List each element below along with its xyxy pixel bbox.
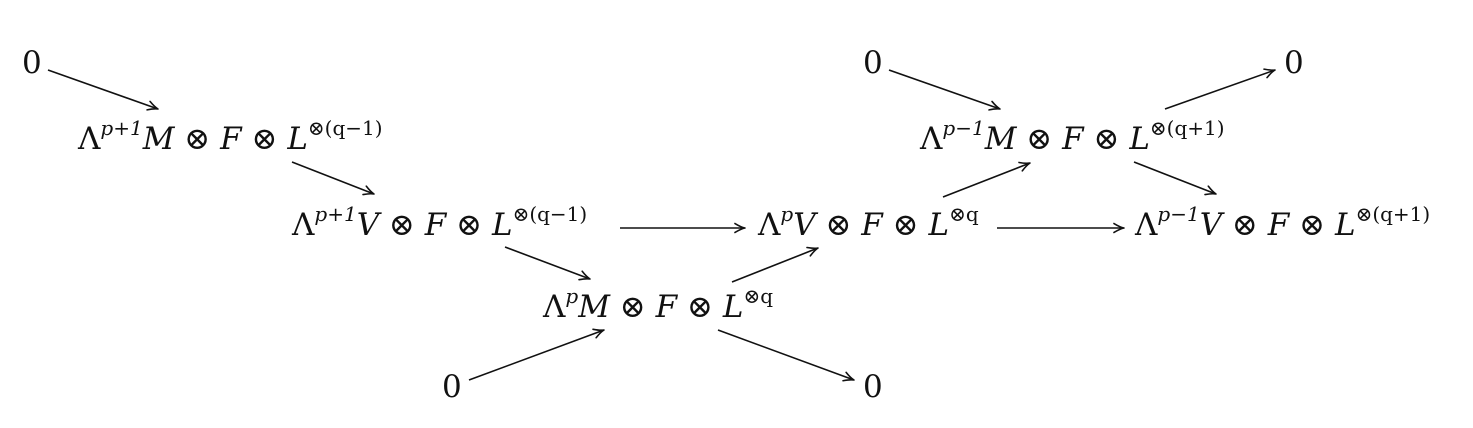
- arrow-wedge-p-minus1-M-to-wedge-p-minus1-V: [1133, 161, 1217, 196]
- tensor-power: ⊗(q−1): [512, 202, 588, 226]
- exponent: p: [780, 202, 794, 226]
- arrow-shaft: [717, 329, 853, 381]
- arrow-shaft: [504, 246, 589, 280]
- tensor-symbol: ⊗: [1289, 207, 1335, 243]
- tensor-symbol: ⊗: [241, 121, 288, 157]
- tensor-symbol: ⊗: [1222, 207, 1268, 243]
- exponent: p−1: [1157, 202, 1200, 226]
- arrow-shaft: [47, 69, 157, 110]
- arrow-head: [734, 222, 746, 234]
- arrow-head: [592, 328, 605, 339]
- arrow-wedge-p-V-to-wedge-p-minus1-V: [997, 222, 1125, 234]
- tensor-symbol: ⊗: [1083, 121, 1130, 157]
- line-bundle-symbol: L: [287, 121, 308, 157]
- arrow-wedge-p-M-to-zero: [717, 329, 855, 382]
- arrow-shaft: [291, 161, 373, 195]
- exponent: p+1: [314, 202, 357, 226]
- tensor-symbol: ⊗: [379, 207, 425, 243]
- arrow-head: [988, 100, 1001, 111]
- sheaf-symbol: F: [1267, 207, 1290, 243]
- tensor-symbol: ⊗: [1016, 121, 1063, 157]
- tensor-power: ⊗(q+1): [1149, 116, 1225, 140]
- module-symbol: M: [578, 289, 610, 325]
- wedge-p-minus-1-M-term: Λp−1M ⊗ F ⊗ L⊗(q+1): [920, 118, 1225, 157]
- arrow-head: [1113, 222, 1125, 234]
- arrow-shaft: [468, 329, 603, 381]
- line-bundle-symbol: L: [722, 289, 744, 325]
- arrow-head: [362, 185, 375, 196]
- arrow-zero-to-wedge-p-M: [468, 328, 605, 381]
- arrow-wedge-p-M-to-wedge-p-V: [731, 246, 819, 283]
- arrow-wedge-p1-M-to-wedge-p1-V: [291, 161, 375, 196]
- tensor-power: ⊗q: [949, 202, 979, 226]
- line-bundle-symbol: L: [1129, 121, 1150, 157]
- tensor-symbol: ⊗: [609, 289, 656, 325]
- tensor-symbol: ⊗: [882, 207, 929, 243]
- arrow-head: [1204, 185, 1217, 196]
- lambda-symbol: Λ: [1135, 207, 1158, 243]
- sheaf-symbol: F: [424, 207, 447, 243]
- tensor-power: ⊗q: [743, 284, 773, 308]
- arrow-zero-to-wedge-p1-M: [47, 69, 159, 111]
- arrow-shaft: [1133, 161, 1215, 195]
- exponent: p+1: [100, 116, 143, 140]
- arrow-wedge-p1-V-to-wedge-p-V: [620, 222, 746, 234]
- sheaf-symbol: F: [1062, 121, 1084, 157]
- arrow-shaft: [942, 162, 1029, 198]
- lambda-symbol: Λ: [758, 207, 781, 243]
- wedge-p-plus-1-M-term: Λp+1M ⊗ F ⊗ L⊗(q−1): [78, 118, 383, 157]
- wedge-p-plus-1-V-term: Λp+1V ⊗ F ⊗ L⊗(q−1): [292, 204, 587, 243]
- vector-space-symbol: V: [1199, 207, 1223, 243]
- lambda-symbol: Λ: [292, 207, 315, 243]
- arrow-wedge-p-V-to-wedge-p-minus1-M: [942, 161, 1031, 198]
- line-bundle-symbol: L: [491, 207, 513, 243]
- wedge-p-M-term: ΛpM ⊗ F ⊗ L⊗q: [543, 286, 773, 325]
- arrow-shaft: [1164, 69, 1274, 110]
- wedge-p-minus-1-V-term: Λp−1V ⊗ F ⊗ L⊗(q+1): [1135, 204, 1430, 243]
- wedge-p-V-term: ΛpV ⊗ F ⊗ L⊗q: [758, 204, 979, 243]
- zero-bottom-right: 0: [863, 369, 883, 405]
- arrow-shaft: [731, 247, 817, 283]
- zero-top-mid: 0: [863, 45, 883, 81]
- exponent: p−1: [942, 116, 985, 140]
- arrow-head: [578, 270, 591, 281]
- sheaf-symbol: F: [655, 289, 678, 325]
- arrow-head: [146, 100, 159, 111]
- module-symbol: M: [984, 121, 1017, 157]
- arrow-head: [1018, 161, 1031, 172]
- zero-top-left: 0: [22, 45, 42, 81]
- tensor-power: ⊗(q−1): [307, 116, 383, 140]
- zero-bottom-left: 0: [442, 369, 462, 405]
- sheaf-symbol: F: [861, 207, 883, 243]
- tensor-symbol: ⊗: [815, 207, 862, 243]
- vector-space-symbol: V: [356, 207, 380, 243]
- sheaf-symbol: F: [220, 121, 242, 157]
- tensor-symbol: ⊗: [174, 121, 221, 157]
- module-symbol: M: [142, 121, 175, 157]
- arrow-shaft: [888, 69, 999, 110]
- lambda-symbol: Λ: [543, 289, 566, 325]
- line-bundle-symbol: L: [928, 207, 950, 243]
- arrow-wedge-p1-V-to-wedge-p-M: [504, 246, 591, 281]
- arrow-head: [842, 371, 855, 382]
- vector-space-symbol: V: [793, 207, 816, 243]
- tensor-symbol: ⊗: [677, 289, 723, 325]
- exponent: p: [565, 284, 579, 308]
- lambda-symbol: Λ: [920, 121, 943, 157]
- arrow-zero-to-wedge-p-minus1-M: [888, 69, 1001, 111]
- zero-top-right: 0: [1284, 45, 1304, 81]
- tensor-symbol: ⊗: [446, 207, 492, 243]
- arrow-head: [806, 246, 819, 257]
- tensor-power: ⊗(q+1): [1355, 202, 1431, 226]
- lambda-symbol: Λ: [78, 121, 101, 157]
- arrow-head: [1263, 68, 1276, 79]
- arrow-wedge-p-minus1-M-to-zero: [1164, 68, 1276, 110]
- line-bundle-symbol: L: [1334, 207, 1356, 243]
